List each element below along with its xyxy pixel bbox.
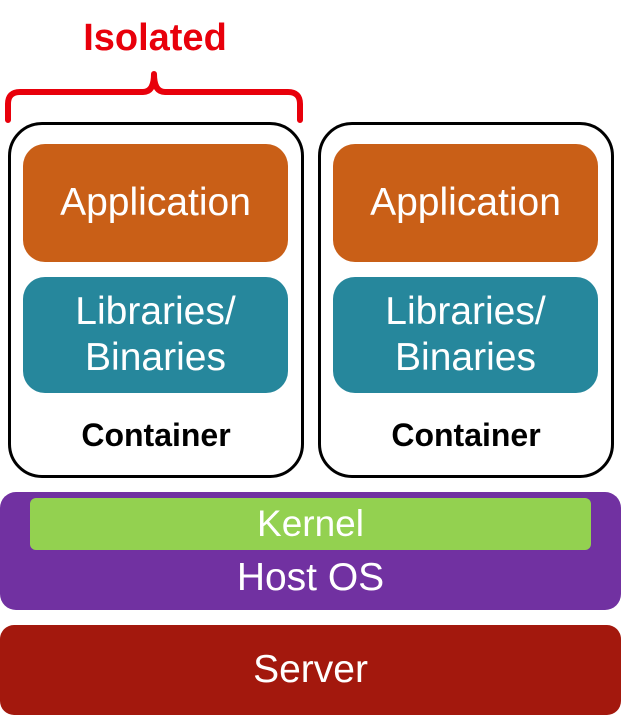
isolated-label: Isolated (83, 17, 227, 59)
container-label-2: Container (391, 417, 541, 453)
libraries-label-1: Libraries/ (75, 290, 236, 333)
application-layer-1: Application (23, 144, 288, 262)
kernel-label: Kernel (257, 503, 364, 544)
application-label-1: Application (60, 181, 251, 224)
host-os-label: Host OS (236, 556, 385, 599)
server-label: Server (253, 648, 368, 691)
libraries-layer-1: Libraries/ Binaries (23, 277, 288, 393)
libraries-label-2: Libraries/ (385, 290, 546, 333)
isolated-brace-icon (5, 71, 303, 123)
application-layer-2: Application (333, 144, 598, 262)
binaries-label-1: Binaries (85, 336, 226, 379)
binaries-label-2: Binaries (395, 336, 536, 379)
server-layer: Server (0, 625, 621, 715)
container-label-1: Container (81, 417, 231, 453)
application-label-2: Application (370, 181, 561, 224)
kernel-layer: Kernel (30, 498, 591, 550)
libraries-layer-2: Libraries/ Binaries (333, 277, 598, 393)
